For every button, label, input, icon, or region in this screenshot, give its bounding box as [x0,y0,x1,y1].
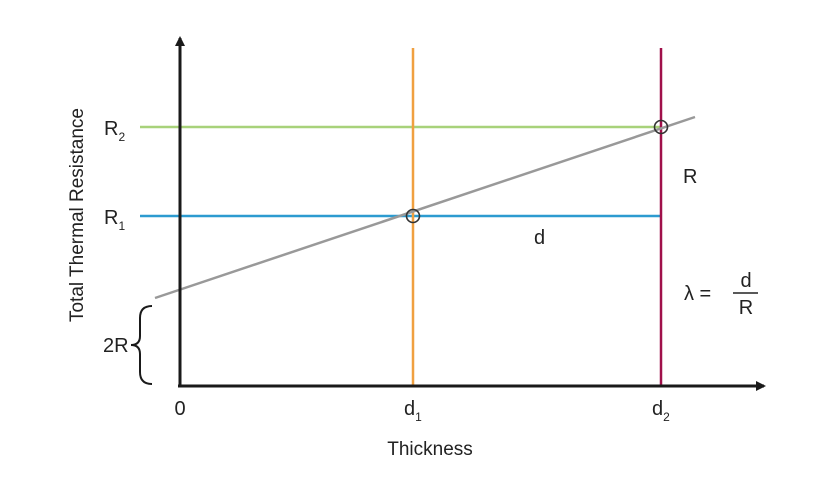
formula-numerator: d [740,270,751,292]
vertical-segment-label: R [683,166,697,188]
origin-label: 0 [174,398,185,420]
resistance-trend-line [154,115,696,300]
intercept-brace [130,305,153,385]
x-tick-d2: d2 [652,398,670,424]
intersection-marker-d2 [653,119,669,135]
horizontal-segment-label: d [534,227,545,249]
x-tick-d1: d1 [404,398,422,424]
intercept-label: 2R [103,335,129,357]
y-tick-r1: R1 [104,207,125,233]
intersection-marker-d1 [405,208,421,224]
formula-denominator: R [739,297,753,319]
x-axis-title: Thickness [387,439,473,460]
y-tick-r2: R2 [104,118,125,144]
formula-lhs: λ = [684,283,711,305]
y-axis-title: Total Thermal Resistance [67,108,88,322]
